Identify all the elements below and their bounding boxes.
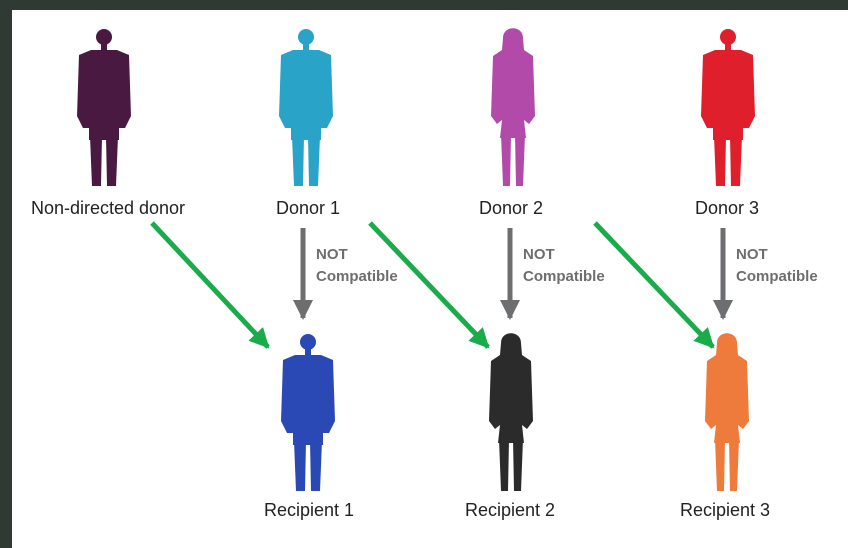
incompatible-arrow-2: NOT Compatible bbox=[500, 228, 605, 320]
woman-silhouette-icon bbox=[491, 28, 535, 186]
match-arrow-icon bbox=[150, 221, 270, 349]
match-arrow-icon bbox=[368, 221, 490, 349]
donor-0-label: Non-directed donor bbox=[31, 198, 185, 218]
man-silhouette-icon bbox=[701, 29, 755, 186]
donor-0-figure bbox=[77, 29, 131, 186]
not-text: NOT bbox=[736, 246, 768, 263]
recipient-0-figure bbox=[281, 334, 335, 491]
man-silhouette-icon bbox=[281, 334, 335, 491]
recipient-1-figure bbox=[489, 333, 533, 491]
donor-3-figure bbox=[701, 29, 755, 186]
incompatible-arrow-1: NOT Compatible bbox=[293, 228, 398, 320]
recipient-0-label: Recipient 1 bbox=[264, 500, 354, 520]
not-text: NOT bbox=[523, 246, 555, 263]
donor-2-figure bbox=[491, 28, 535, 186]
compatible-text: Compatible bbox=[736, 268, 818, 285]
donor-2-label: Donor 2 bbox=[479, 198, 543, 218]
man-silhouette-icon bbox=[279, 29, 333, 186]
not-text: NOT bbox=[316, 246, 348, 263]
donor-3-label: Donor 3 bbox=[695, 198, 759, 218]
recipient-2-figure bbox=[705, 333, 749, 491]
compatible-text: Compatible bbox=[523, 268, 605, 285]
compatible-text: Compatible bbox=[316, 268, 398, 285]
woman-silhouette-icon bbox=[489, 333, 533, 491]
recipient-2-label: Recipient 3 bbox=[680, 500, 770, 520]
donor-1-label: Donor 1 bbox=[276, 198, 340, 218]
incompatible-arrow-3: NOT Compatible bbox=[713, 228, 818, 320]
match-arrow-icon bbox=[593, 221, 715, 349]
donor-1-figure bbox=[279, 29, 333, 186]
woman-silhouette-icon bbox=[705, 333, 749, 491]
man-silhouette-icon bbox=[77, 29, 131, 186]
recipient-1-label: Recipient 2 bbox=[465, 500, 555, 520]
